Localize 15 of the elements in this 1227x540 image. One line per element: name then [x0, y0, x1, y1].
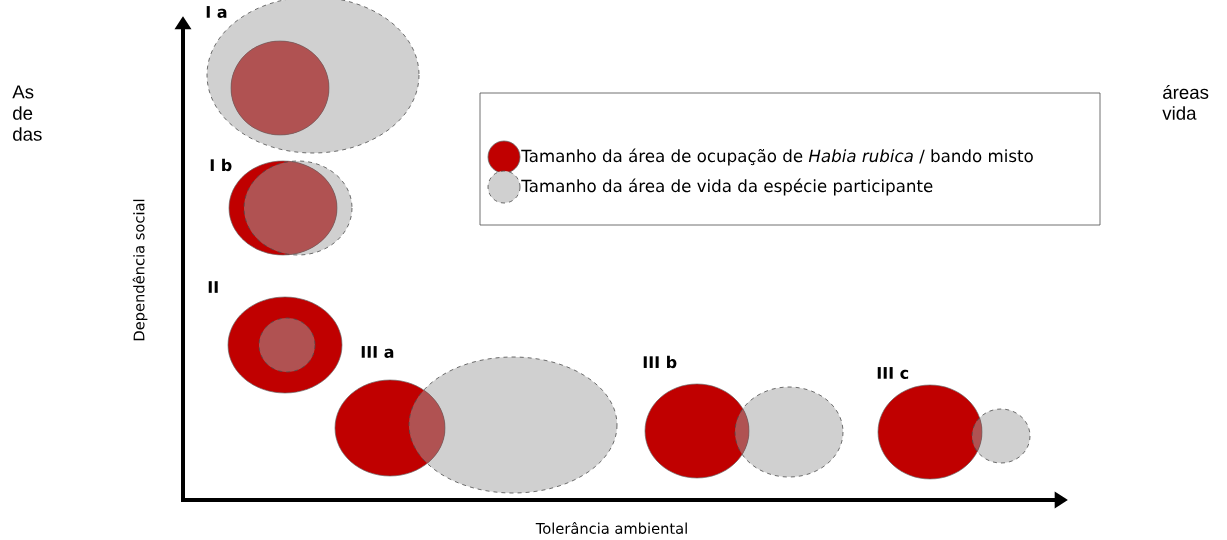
legend-text: Tamanho da área de ocupação de Habia rubica / bando misto — [521, 148, 1033, 166]
text-fragment: de — [13, 106, 33, 120]
group-label: II — [208, 281, 218, 293]
group-label: III a — [361, 346, 394, 358]
group-label: III c — [877, 367, 909, 379]
group-label: I a — [206, 6, 227, 18]
text-fragment: das — [13, 127, 42, 141]
text-fragment: vida — [1162, 106, 1197, 120]
axis-label: Tolerância ambiental — [535, 522, 687, 534]
legend-text: Tamanho da área de vida da espécie participante — [521, 178, 933, 196]
text-fragment: áreas — [1163, 85, 1209, 99]
group-label: I b — [210, 158, 232, 172]
text-fragment: As — [12, 85, 34, 99]
group-label: III b — [643, 355, 677, 369]
axis-label: Dependência social — [132, 199, 148, 341]
